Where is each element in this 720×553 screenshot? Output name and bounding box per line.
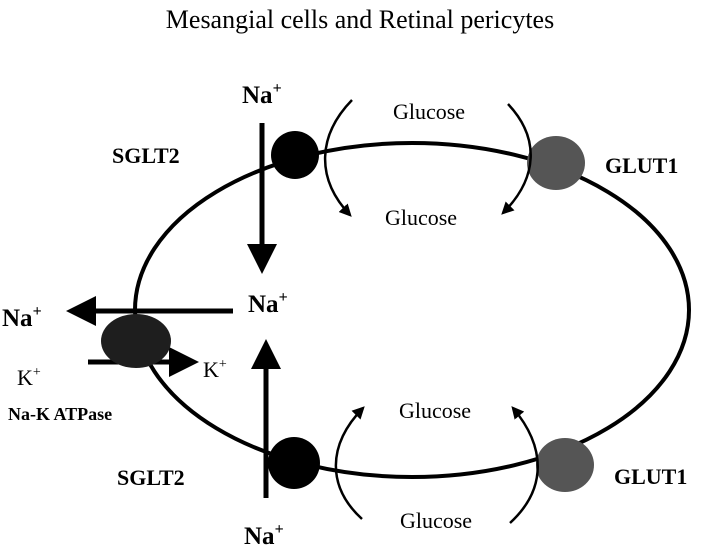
na-k-atpase-label: Na-K ATPase [8,404,112,424]
na-bottom-label: Na+ [244,521,284,550]
k-left-label: K+ [17,365,41,390]
glucose-bottom-upper-label: Glucose [399,398,471,423]
glut1-top-transporter [527,136,585,190]
na-k-atpase-transporter [101,314,171,368]
na-top-label: Na+ [242,80,282,109]
glucose-top-lower-label: Glucose [385,205,457,230]
glut1-bottom-transporter [536,438,594,492]
glucose-top-left-curve [323,99,353,217]
sglt2-bottom-transporter [268,437,320,489]
na-center-label: Na+ [248,289,288,318]
diagram-title: Mesangial cells and Retinal pericytes [166,5,554,34]
glucose-top-right-curve [501,103,532,215]
glucose-bottom-right-curve [509,406,539,524]
k-right-label: K+ [203,357,227,382]
glucose-bottom-left-curve [334,406,365,520]
glucose-top-upper-label: Glucose [393,99,465,124]
glut1-top-label: GLUT1 [605,153,678,178]
sglt2-bottom-label: SGLT2 [117,465,185,490]
glucose-bottom-lower-label: Glucose [400,508,472,533]
na-left-label: Na+ [2,303,42,332]
sglt2-top-transporter [271,131,319,179]
glut1-bottom-label: GLUT1 [614,464,687,489]
sglt2-top-label: SGLT2 [112,143,180,168]
